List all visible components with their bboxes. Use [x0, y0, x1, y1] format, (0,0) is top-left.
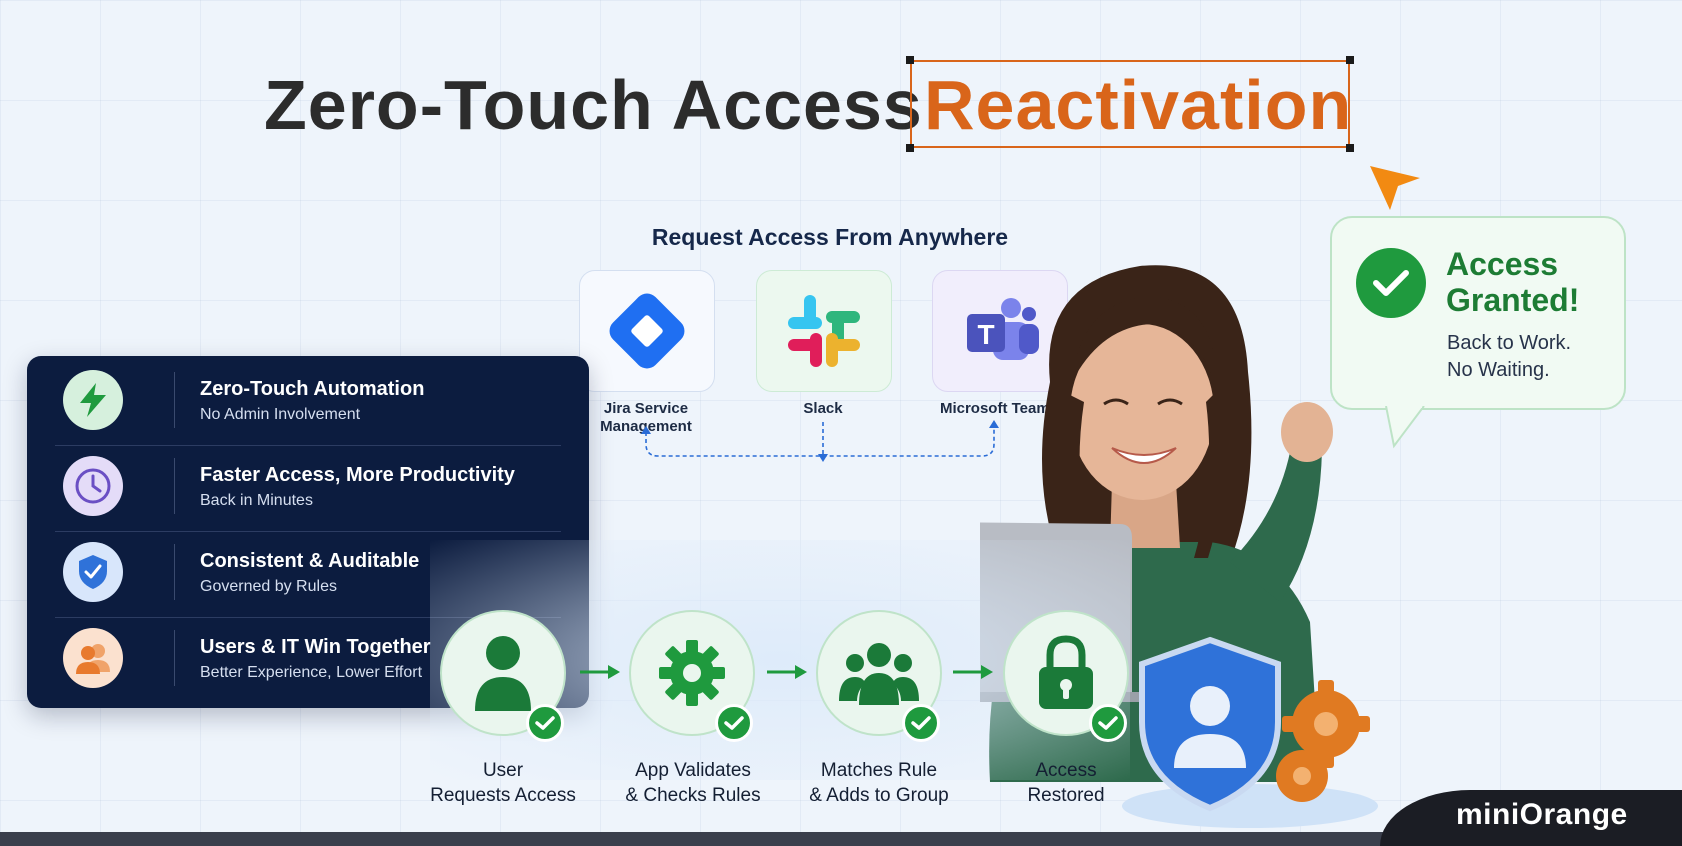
- svg-text:T: T: [977, 319, 994, 350]
- benefit-title: Faster Access, More Productivity: [200, 464, 515, 486]
- jira-icon: [609, 293, 685, 369]
- group-icon: [839, 643, 919, 705]
- benefit-item: Users & IT Win Together Better Experienc…: [52, 614, 562, 700]
- check-icon: [715, 704, 753, 742]
- teams-icon: T: [967, 298, 1039, 360]
- flow-step-label: Matches Rule& Adds to Group: [809, 760, 949, 806]
- benefit-title: Users & IT Win Together: [200, 636, 431, 658]
- lock-icon: [1039, 635, 1093, 709]
- selection-handle: [906, 144, 914, 152]
- page-title-highlight: Reactivation: [924, 66, 1353, 144]
- arrow-right-icon: [767, 665, 807, 679]
- check-icon: [902, 704, 940, 742]
- gear-icon: [659, 640, 725, 706]
- benefit-title: Zero-Touch Automation: [200, 378, 425, 400]
- user-icon: [475, 636, 531, 711]
- app-card-jira[interactable]: [579, 270, 715, 392]
- app-card-teams[interactable]: T: [932, 270, 1068, 392]
- request-heading: Request Access From Anywhere: [651, 224, 1009, 250]
- app-label-teams: Microsoft Teams: [939, 400, 1059, 417]
- app-card-slack[interactable]: [756, 270, 892, 392]
- slack-icon: [788, 295, 860, 367]
- title-highlight-box: [910, 60, 1350, 148]
- benefit-subtitle: Back in Minutes: [200, 492, 313, 509]
- arrow-right-icon: [953, 665, 993, 679]
- arrow-right-icon: [580, 665, 620, 679]
- check-circle-icon: [1356, 248, 1426, 318]
- check-icon: [526, 704, 564, 742]
- request-connector-lines: [641, 420, 999, 462]
- benefit-subtitle: Governed by Rules: [200, 578, 337, 595]
- benefit-title: Consistent & Auditable: [200, 550, 420, 572]
- page-title-main: Zero-Touch Access: [264, 66, 923, 144]
- benefit-subtitle: No Admin Involvement: [200, 406, 361, 423]
- shield-check-icon: [63, 542, 123, 602]
- lightning-icon: [63, 370, 123, 430]
- bottom-strip: [0, 832, 1682, 846]
- brand-logo: miniOrange: [1456, 798, 1628, 831]
- selection-handle: [1346, 56, 1354, 64]
- users-icon: [63, 628, 123, 688]
- benefit-item: Zero-Touch Automation No Admin Involveme…: [52, 356, 562, 442]
- bubble-tail: [1385, 406, 1425, 449]
- bubble-subtext: Back to Work.No Waiting.: [1447, 332, 1572, 381]
- benefit-item: Consistent & Auditable Governed by Rules: [52, 528, 562, 614]
- flow-step-validate: [629, 610, 755, 736]
- cursor-arrow-icon: [1370, 166, 1420, 210]
- security-shield-illustration: [1122, 636, 1378, 828]
- flow-step-match: [816, 610, 942, 736]
- check-icon: [1089, 704, 1127, 742]
- benefit-item: Faster Access, More Productivity Back in…: [52, 442, 562, 528]
- app-label-slack: Slack: [803, 400, 843, 417]
- brand-bar: [1380, 790, 1682, 846]
- benefit-subtitle: Better Experience, Lower Effort: [200, 664, 423, 681]
- flow-step-label: App Validates& Checks Rules: [625, 760, 761, 806]
- clock-icon: [63, 456, 123, 516]
- selection-handle: [1346, 144, 1354, 152]
- selection-handle: [906, 56, 914, 64]
